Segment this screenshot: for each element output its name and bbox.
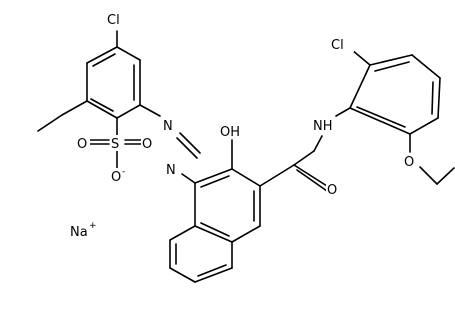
svg-text:O: O [404,155,414,170]
azo-linkage [176,132,201,184]
bond-ethyl-ch3 [37,114,63,132]
bond-o-ch2 [419,166,438,185]
bond-ring-azo [139,104,161,117]
bond-ring-cl-right [351,49,371,66]
amide-group [293,107,351,192]
atom-label-o-s-right: O [141,135,155,152]
atom-label-o-minus: O - [110,167,128,185]
svg-text:O: O [111,170,121,185]
right-benzene-ring [349,54,441,135]
sulfonate-group [89,139,142,169]
left-benzene-ring [86,46,141,119]
svg-text:O: O [77,137,87,152]
svg-text:Cl: Cl [331,38,344,53]
atom-label-azo-n1: N [162,116,176,134]
atom-label-o-ether: O [402,153,418,170]
svg-text:S: S [111,137,119,152]
atom-label-cl-top-left: Cl [106,11,130,28]
atom-label-cl-top-right: Cl [330,36,354,53]
svg-text:O: O [327,183,337,198]
bond-c-nh [313,135,323,152]
bond-naph-carbonyl [259,164,295,187]
svg-text:Cl: Cl [107,13,120,28]
atom-label-o-amide: O [326,181,340,198]
svg-text:Na: Na [70,225,88,240]
atom-label-nh: NH [312,117,338,134]
bond-ethoxy-ch3 [436,167,455,185]
bond-ring-ethyl [61,100,88,116]
atom-label-oh: OH [219,123,245,140]
atom-label-s: S [110,135,124,152]
svg-text:-: - [122,167,125,177]
atom-label-azo-n2: N [165,160,179,178]
atom-label-na: Na + [70,221,97,240]
naphthalene-system [169,168,261,283]
svg-text:O: O [142,137,152,152]
atom-label-o-s-left: O [76,135,90,152]
svg-text:OH: OH [220,125,240,140]
svg-text:N: N [166,163,176,178]
svg-text:NH: NH [313,119,333,134]
svg-text:N: N [163,119,173,134]
svg-text:+: + [89,221,97,231]
